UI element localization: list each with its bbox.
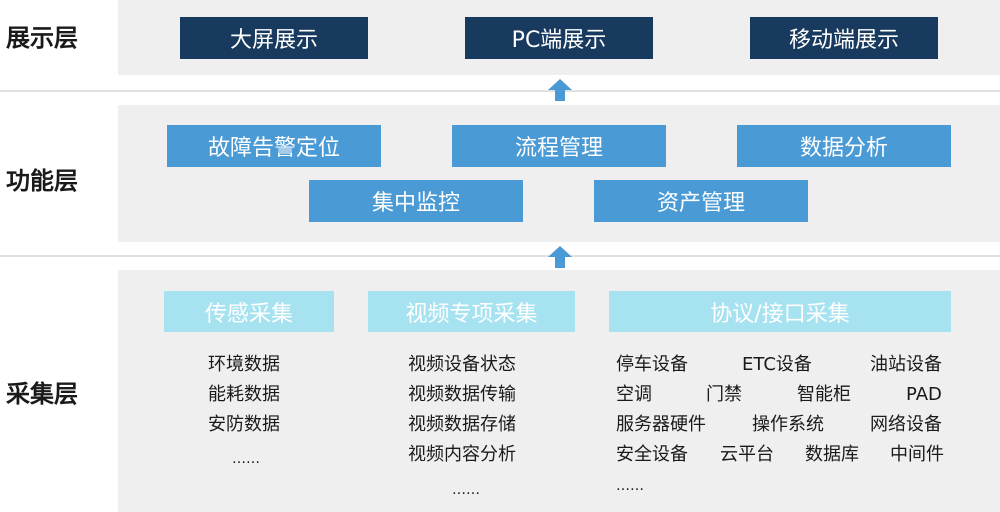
protocol-item: 云平台	[720, 444, 774, 465]
function-layer-label: 功能层	[6, 167, 78, 195]
protocol-item-more: ……	[616, 478, 644, 494]
video-item-data-storage: 视频数据存储	[408, 414, 516, 435]
function-item-central-monitor: 集中监控	[309, 180, 523, 222]
collection-header-protocol: 协议/接口采集	[609, 291, 951, 332]
function-item-data-analysis: 数据分析	[737, 125, 951, 167]
protocol-item: 操作系统	[752, 414, 824, 435]
protocol-item: ETC设备	[742, 354, 812, 375]
protocol-item: 空调	[616, 384, 652, 405]
protocol-item: 停车设备	[616, 354, 688, 375]
display-item-pc: PC端展示	[465, 17, 653, 59]
display-item-mobile: 移动端展示	[750, 17, 938, 59]
protocol-item: 服务器硬件	[616, 414, 706, 435]
protocol-item: 门禁	[706, 384, 742, 405]
protocol-item: 智能柜	[797, 384, 851, 405]
protocol-item: 油站设备	[870, 354, 942, 375]
video-item-device-status: 视频设备状态	[408, 354, 516, 375]
sensor-item-more: ……	[232, 451, 260, 467]
sensor-item-energy: 能耗数据	[208, 384, 280, 405]
sensor-item-environment: 环境数据	[208, 354, 280, 375]
collection-header-sensor: 传感采集	[164, 291, 334, 332]
sensor-item-security: 安防数据	[208, 414, 280, 435]
video-item-content-analysis: 视频内容分析	[408, 444, 516, 465]
display-layer-label: 展示层	[6, 24, 78, 52]
divider-mid-bottom	[0, 255, 1000, 257]
protocol-item: 网络设备	[870, 414, 942, 435]
video-item-more: ……	[452, 482, 480, 498]
collection-header-video: 视频专项采集	[368, 291, 575, 332]
protocol-item: PAD	[906, 384, 942, 405]
protocol-item: 数据库	[805, 444, 859, 465]
function-item-fault-alarm: 故障告警定位	[167, 125, 381, 167]
protocol-item: 中间件	[890, 444, 944, 465]
display-item-big-screen: 大屏展示	[180, 17, 368, 59]
function-item-process-mgmt: 流程管理	[452, 125, 666, 167]
divider-top-mid	[0, 90, 1000, 92]
function-item-asset-mgmt: 资产管理	[594, 180, 808, 222]
protocol-item: 安全设备	[616, 444, 688, 465]
collection-layer-label: 采集层	[6, 380, 78, 408]
arrow-up-icon	[548, 79, 572, 101]
video-item-data-transfer: 视频数据传输	[408, 384, 516, 405]
arrow-up-icon	[548, 246, 572, 268]
